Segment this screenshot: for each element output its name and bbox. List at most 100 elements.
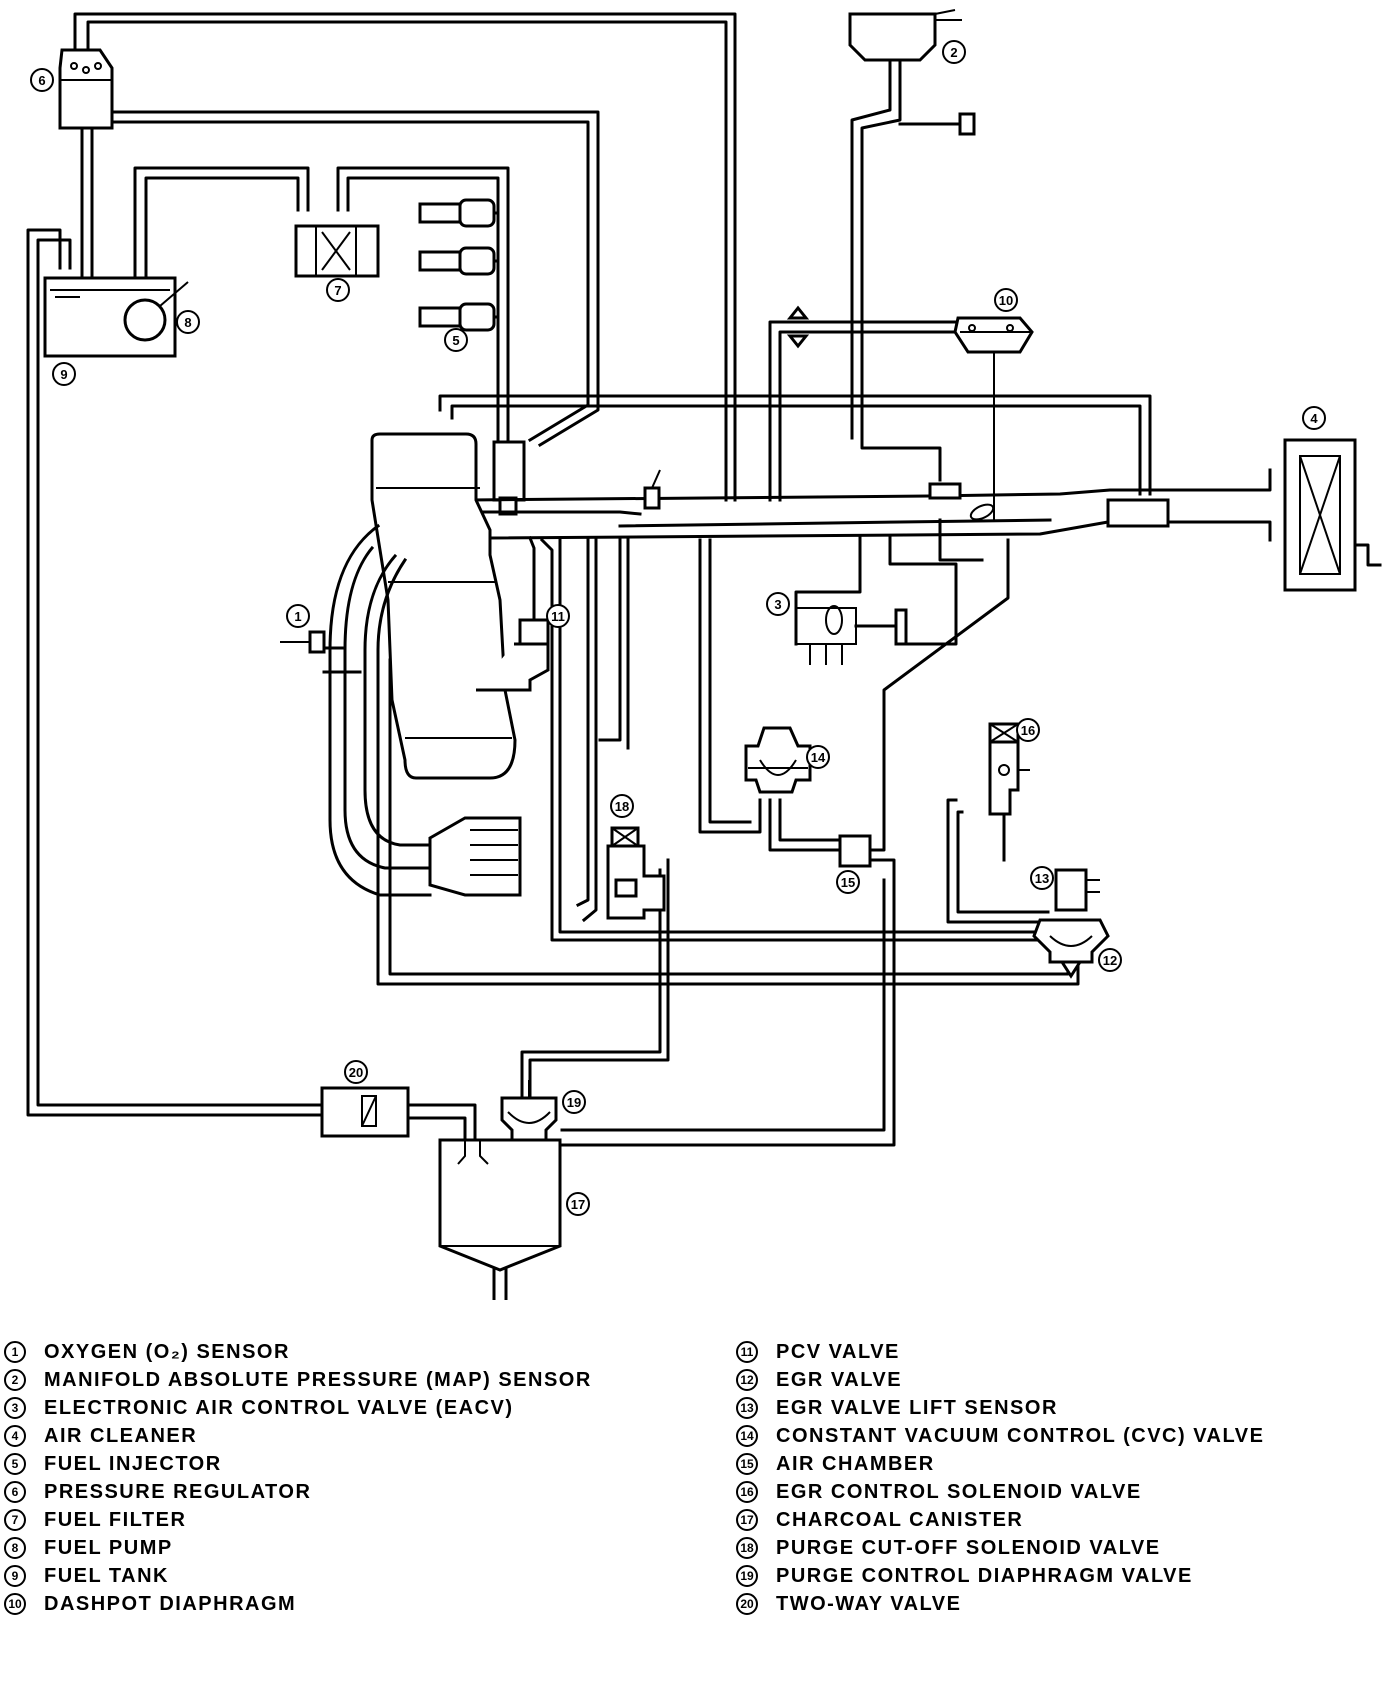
legend-label: PRESSURE REGULATOR [44, 1480, 312, 1503]
callout-5: 5 [444, 328, 468, 352]
legend-item: 19 PURGE CONTROL DIAPHRAGM VALVE [736, 1562, 1376, 1590]
oxygen-sensor [280, 630, 362, 674]
legend-item: 13 EGR VALVE LIFT SENSOR [736, 1394, 1376, 1422]
legend-number: 1 [4, 1341, 26, 1363]
legend-label: PCV VALVE [776, 1340, 900, 1363]
map-sensor [848, 9, 976, 482]
legend-label: ELECTRONIC AIR CONTROL VALVE (EACV) [44, 1396, 514, 1419]
purge-control-diaphragm [500, 1080, 558, 1144]
legend-item: 7 FUEL FILTER [4, 1506, 694, 1534]
egr-control-solenoid [988, 722, 1030, 816]
svg-text:5: 5 [452, 333, 459, 348]
svg-text:18: 18 [615, 799, 629, 814]
cvc-valve [744, 726, 812, 794]
callout-14: 14 [806, 745, 830, 769]
callout-1: 1 [286, 604, 310, 628]
throttle-valve [969, 503, 995, 521]
legend-item: 4 AIR CLEANER [4, 1422, 694, 1450]
legend-item: 2 MANIFOLD ABSOLUTE PRESSURE (MAP) SENSOR [4, 1366, 694, 1394]
legend-number: 18 [736, 1537, 758, 1559]
component-legend: 1 OXYGEN (O₂) SENSOR 2 MANIFOLD ABSOLUTE P… [0, 1300, 1392, 1692]
legend-number: 14 [736, 1425, 758, 1447]
legend-item: 10 DASHPOT DIAPHRAGM [4, 1590, 694, 1618]
legend-item: 20 TWO-WAY VALVE [736, 1590, 1376, 1618]
legend-label: PURGE CUT-OFF SOLENOID VALVE [776, 1536, 1161, 1559]
callout-4: 4 [1302, 406, 1326, 430]
legend-item: 16 EGR CONTROL SOLENOID VALVE [736, 1478, 1376, 1506]
legend-label: TWO-WAY VALVE [776, 1592, 962, 1615]
callout-9: 9 [52, 362, 76, 386]
legend-number: 2 [4, 1369, 26, 1391]
legend-item: 14 CONSTANT VACUUM CONTROL (CVC) VALVE [736, 1422, 1376, 1450]
legend-label: CHARCOAL CANISTER [776, 1508, 1024, 1531]
callout-6: 6 [30, 68, 54, 92]
callouts: 1 2 3 4 5 6 7 8 9 10 11 12 13 14 15 16 1… [30, 40, 1326, 1216]
legend-label: OXYGEN (O₂) SENSOR [44, 1340, 290, 1363]
legend-item: 17 CHARCOAL CANISTER [736, 1506, 1376, 1534]
callout-15: 15 [836, 870, 860, 894]
callout-18: 18 [610, 794, 634, 818]
legend-number: 7 [4, 1509, 26, 1531]
legend-label: FUEL INJECTOR [44, 1452, 222, 1475]
legend-number: 4 [4, 1425, 26, 1447]
intake-duct [438, 305, 1272, 542]
legend-column-left: 1 OXYGEN (O₂) SENSOR 2 MANIFOLD ABSOLUTE P… [4, 1338, 694, 1618]
legend-number: 13 [736, 1397, 758, 1419]
callout-11: 11 [546, 604, 570, 628]
egr-valve [1032, 918, 1110, 979]
legend-label: DASHPOT DIAPHRAGM [44, 1592, 297, 1615]
svg-text:16: 16 [1021, 723, 1035, 738]
legend-item: 5 FUEL INJECTOR [4, 1450, 694, 1478]
legend-number: 16 [736, 1481, 758, 1503]
svg-text:7: 7 [334, 283, 341, 298]
svg-text:13: 13 [1035, 871, 1049, 886]
legend-number: 8 [4, 1537, 26, 1559]
legend-number: 20 [736, 1593, 758, 1615]
legend-number: 10 [4, 1593, 26, 1615]
egr-valve-lift-sensor [1054, 868, 1100, 912]
legend-label: MANIFOLD ABSOLUTE PRESSURE (MAP) SENSOR [44, 1368, 592, 1391]
callout-17: 17 [566, 1192, 590, 1216]
dashpot-diaphragm [953, 316, 1034, 520]
pcv-valve [476, 536, 550, 692]
legend-number: 15 [736, 1453, 758, 1475]
legend-number: 5 [4, 1453, 26, 1475]
svg-text:20: 20 [349, 1065, 363, 1080]
air-chamber [838, 834, 872, 868]
two-way-valve [320, 1086, 477, 1142]
legend-label: EGR CONTROL SOLENOID VALVE [776, 1480, 1142, 1503]
vacuum-lines [376, 537, 1080, 1147]
legend-label: PURGE CONTROL DIAPHRAGM VALVE [776, 1564, 1193, 1587]
eacv [794, 518, 984, 665]
legend-label: CONSTANT VACUUM CONTROL (CVC) VALVE [776, 1424, 1265, 1447]
svg-text:17: 17 [571, 1197, 585, 1212]
legend-label: EGR VALVE LIFT SENSOR [776, 1396, 1058, 1419]
legend-number: 9 [4, 1565, 26, 1587]
duct-fittings [643, 469, 1170, 528]
legend-label: FUEL PUMP [44, 1536, 173, 1559]
purge-cutoff-solenoid [606, 826, 666, 920]
callout-16: 16 [1016, 718, 1040, 742]
svg-text:12: 12 [1103, 953, 1117, 968]
callout-8: 8 [176, 310, 200, 334]
fuel-pump [123, 281, 189, 342]
legend-label: FUEL FILTER [44, 1508, 187, 1531]
fuel-injectors [418, 198, 526, 516]
svg-text:8: 8 [184, 315, 191, 330]
svg-text:4: 4 [1310, 411, 1318, 426]
svg-text:10: 10 [999, 293, 1013, 308]
svg-text:1: 1 [294, 609, 301, 624]
legend-item: 8 FUEL PUMP [4, 1534, 694, 1562]
legend-number: 17 [736, 1509, 758, 1531]
svg-text:6: 6 [38, 73, 45, 88]
fuel-filter [294, 224, 380, 278]
legend-number: 19 [736, 1565, 758, 1587]
legend-item: 1 OXYGEN (O₂) SENSOR [4, 1338, 694, 1366]
legend-label: EGR VALVE [776, 1368, 903, 1391]
svg-text:19: 19 [567, 1095, 581, 1110]
legend-label: AIR CLEANER [44, 1424, 198, 1447]
